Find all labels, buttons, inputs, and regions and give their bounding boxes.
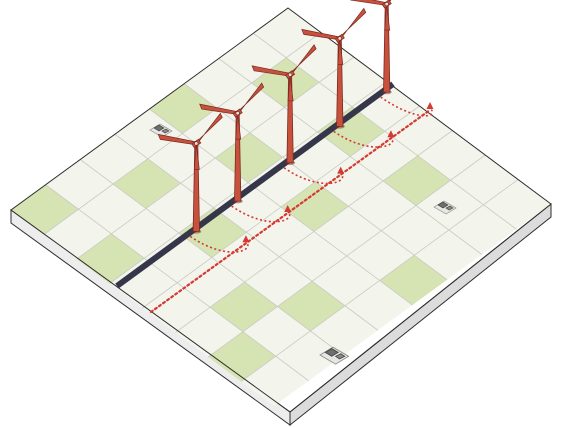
turbine-hub (338, 37, 342, 41)
turbine-hub (236, 111, 240, 115)
turbine-blade (340, 8, 366, 39)
turbine-blade (349, 0, 387, 6)
turbine-hub (288, 73, 292, 77)
relocation-arrow-head (427, 102, 434, 109)
turbine-hub (385, 2, 389, 6)
turbine-hub (194, 142, 198, 146)
